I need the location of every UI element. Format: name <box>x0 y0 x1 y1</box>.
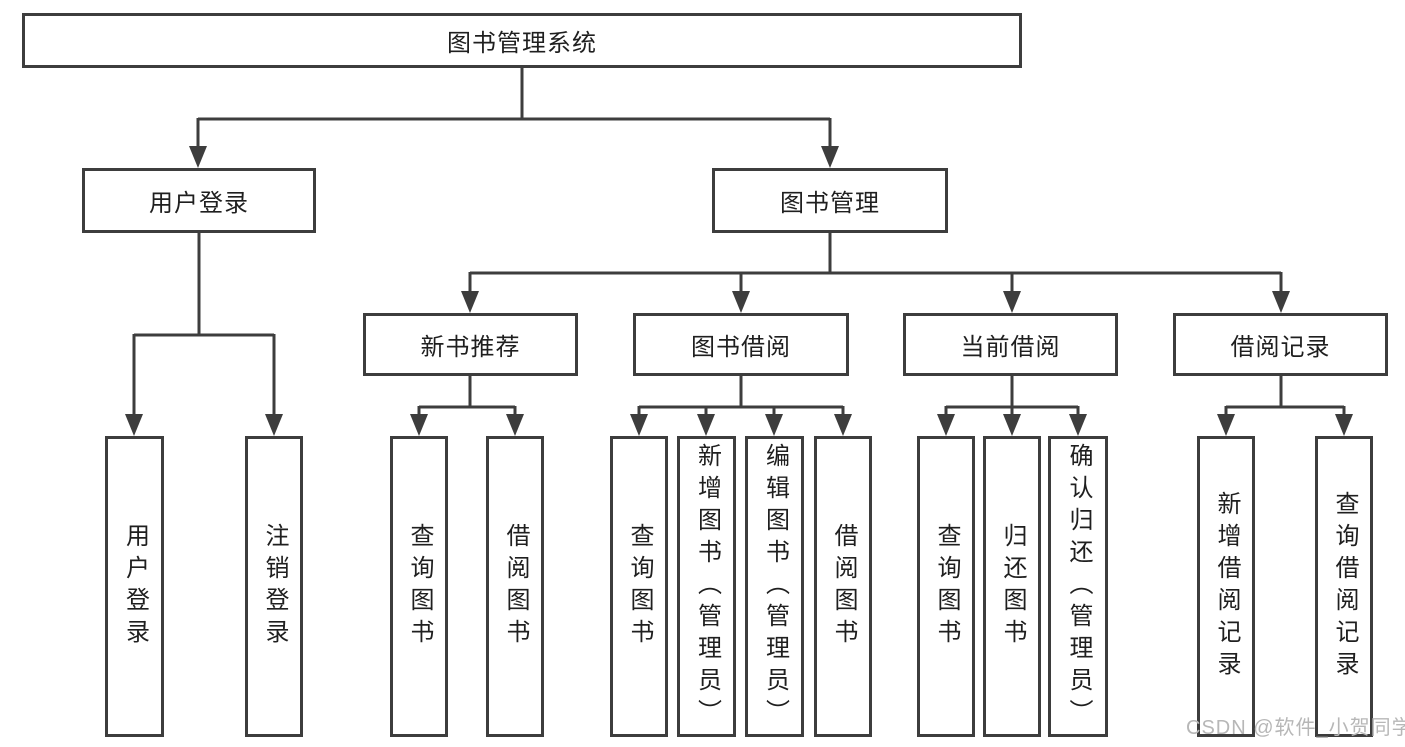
leaf-rec-query-book: 查询图书 <box>390 436 448 737</box>
leaf-bb-query-book-label: 查询图书 <box>626 522 653 651</box>
node-user-login-branch: 用户登录 <box>82 168 316 233</box>
leaf-logout: 注销登录 <box>245 436 303 737</box>
node-user-login-branch-label: 用户登录 <box>149 190 249 217</box>
leaf-br-query-record-label: 查询借阅记录 <box>1331 490 1358 683</box>
leaf-cb-query-book: 查询图书 <box>917 436 975 737</box>
leaf-rec-borrow-book: 借阅图书 <box>486 436 544 737</box>
node-new-book-recommend-label: 新书推荐 <box>420 334 521 361</box>
leaf-rec-borrow-book-label: 借阅图书 <box>502 522 529 651</box>
leaf-bb-edit-book-label: 编辑图书（管理员） <box>761 442 789 731</box>
leaf-user-login: 用户登录 <box>105 436 164 737</box>
node-new-book-recommend: 新书推荐 <box>363 313 578 376</box>
leaf-cb-query-book-label: 查询图书 <box>933 522 960 651</box>
node-root: 图书管理系统 <box>22 13 1022 68</box>
leaf-bb-borrow-book: 借阅图书 <box>814 436 872 737</box>
leaf-br-query-record: 查询借阅记录 <box>1315 436 1373 737</box>
leaf-cb-confirm-return-label: 确认归还（管理员） <box>1065 442 1092 731</box>
leaf-cb-confirm-return: 确认归还（管理员） <box>1048 436 1108 737</box>
leaf-br-add-record-label: 新增借阅记录 <box>1213 490 1240 683</box>
watermark: CSDN @软件_小贺同学 <box>1186 717 1405 739</box>
node-borrow-records: 借阅记录 <box>1173 313 1388 376</box>
leaf-bb-add-book: 新增图书（管理员） <box>677 436 736 737</box>
node-current-borrow: 当前借阅 <box>903 313 1118 376</box>
node-current-borrow-label: 当前借阅 <box>960 334 1061 361</box>
node-book-borrow: 图书借阅 <box>633 313 849 376</box>
leaf-bb-borrow-book-label: 借阅图书 <box>830 522 857 651</box>
leaf-br-add-record: 新增借阅记录 <box>1197 436 1255 737</box>
node-root-label: 图书管理系统 <box>447 30 597 57</box>
leaf-cb-return-book: 归还图书 <box>983 436 1041 737</box>
leaf-bb-add-book-label: 新增图书（管理员） <box>693 442 721 731</box>
leaf-cb-return-book-label: 归还图书 <box>999 522 1026 651</box>
leaf-rec-query-book-label: 查询图书 <box>406 522 433 651</box>
leaf-user-login-label: 用户登录 <box>121 522 149 651</box>
leaf-bb-query-book: 查询图书 <box>610 436 668 737</box>
leaf-logout-label: 注销登录 <box>261 522 288 651</box>
node-book-borrow-label: 图书借阅 <box>691 334 791 361</box>
leaf-bb-edit-book: 编辑图书（管理员） <box>745 436 804 737</box>
node-borrow-records-label: 借阅记录 <box>1230 334 1331 361</box>
node-book-management-label: 图书管理 <box>780 190 880 217</box>
node-book-management: 图书管理 <box>712 168 948 233</box>
